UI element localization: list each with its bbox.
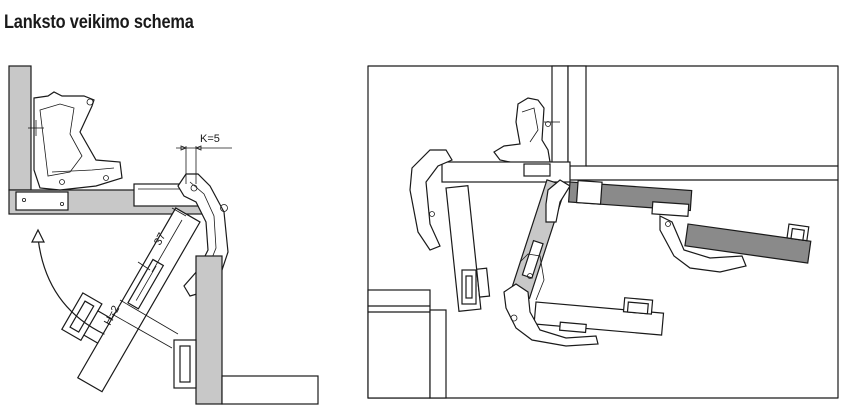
left-cabinet-side-panel	[8, 65, 32, 191]
dimension-37-label: 37	[152, 231, 168, 247]
left-lower-side-panel	[195, 255, 223, 405]
right-door-bottom-position	[533, 301, 665, 336]
left-hinge-arm	[33, 91, 123, 191]
right-closed-panel	[441, 161, 571, 183]
right-hinge-knuckle-bottom	[503, 283, 599, 347]
left-hinge-section-view: K=5 37 H=2	[8, 65, 319, 405]
left-lower-bottom-panel	[221, 375, 319, 405]
right-hinge-motion-view	[367, 65, 839, 399]
right-diagram-frame	[367, 65, 839, 399]
right-cabinet-side-panel	[551, 65, 569, 167]
page-title: Lanksto veikimo schema	[4, 12, 194, 33]
right-hinge-knuckle-left	[409, 149, 453, 251]
right-hinge-knuckle-right	[659, 215, 747, 273]
right-hinge-arm	[493, 97, 551, 165]
right-door-dark-open	[684, 223, 812, 264]
right-hinge-knuckle-mid	[545, 179, 571, 223]
opening-arrow	[37, 237, 105, 335]
right-lower-cabinet	[367, 289, 431, 399]
k-dimension-label: K=5	[200, 133, 220, 145]
left-mounting-plate	[15, 191, 69, 211]
